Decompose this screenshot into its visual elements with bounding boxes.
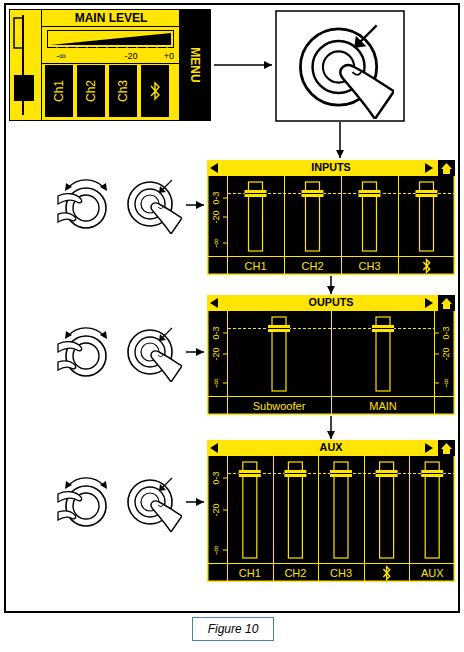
screen-title: AUX: [207, 442, 455, 453]
channel-label: CH1: [244, 261, 266, 272]
knob-panel: [276, 11, 404, 121]
menu-screen: OUPUTS 0-3 -20 -∞ 0-3 -20 -∞ Subwoofer MAIN: [207, 295, 455, 415]
knob-rotate-icon: [58, 180, 107, 228]
scale-label: -∞: [212, 545, 221, 554]
channel-label: CH2: [284, 568, 306, 579]
screen-title: INPUTS: [207, 162, 455, 173]
channel-label: MAIN: [369, 401, 397, 412]
knob-rotate-icon: [58, 478, 107, 526]
screen-title: OUPUTS: [207, 297, 455, 308]
channel-tile: Ch1: [45, 65, 73, 117]
scale-label: 0-3: [212, 326, 221, 339]
scale-label: 0-3: [212, 191, 221, 204]
menu-band: MENU: [179, 9, 211, 121]
scale-label: -∞: [442, 378, 451, 387]
caption-box: Figure 10: [192, 617, 274, 641]
channel-tile: Ch2: [77, 65, 105, 117]
menu-screen: INPUTS 0-3 -20 -∞ CH1 CH2 CH3: [207, 160, 455, 275]
channel-label: Ch1: [53, 80, 65, 102]
flow-arrow: [330, 416, 332, 439]
scale-label: -20: [212, 503, 221, 516]
flow-arrow: [186, 501, 204, 503]
channel-label: AUX: [421, 568, 444, 579]
knob-rotate-icon: [58, 328, 107, 376]
screen-title: MAIN LEVEL: [45, 12, 177, 24]
scale-label: -20: [124, 52, 137, 61]
channel-label: Subwoofer: [253, 401, 306, 412]
menu-screen: AUX 0-3 -20 -∞ CH1 CH2 CH3 AUX: [207, 440, 455, 582]
flow-arrow: [186, 351, 204, 353]
scale-label: 0-3: [212, 471, 221, 484]
scale-label: -20: [442, 347, 451, 360]
figure-caption: Figure 10: [208, 622, 259, 636]
knob-press-illustration: [300, 25, 394, 119]
channel-label: Ch3: [117, 80, 129, 102]
screen-graphics: [207, 295, 455, 415]
flow-arrow: [214, 64, 272, 66]
scale-label: 0-3: [442, 326, 451, 339]
channel-label: CH1: [239, 568, 261, 579]
scale-label: +0: [164, 52, 174, 61]
knob-press-icon: [128, 328, 182, 382]
scale-label: -20: [212, 347, 221, 360]
scale-label: -∞: [56, 52, 65, 61]
flow-arrow: [339, 122, 341, 158]
figure-frame: [5, 4, 459, 612]
screen-graphics: [207, 440, 455, 582]
channel-tile: Ch3: [109, 65, 137, 117]
channel-label: CH3: [358, 261, 380, 272]
flow-arrow: [330, 276, 332, 294]
screen-graphics: [207, 160, 455, 275]
knob-press-icon: [128, 478, 182, 532]
scale-label: -∞: [212, 378, 221, 387]
main-screen: MAIN LEVEL Ch1 Ch2 Ch3 MENU -∞ -20 +0: [9, 9, 211, 121]
knob-press-icon: [128, 180, 182, 234]
channel-label: CH2: [301, 261, 323, 272]
channel-label: CH3: [330, 568, 352, 579]
flow-arrow: [186, 204, 204, 206]
menu-label: MENU: [189, 47, 201, 82]
channel-label: Ch2: [85, 80, 97, 102]
scale-label: -∞: [212, 238, 221, 247]
scale-label: -20: [212, 210, 221, 223]
